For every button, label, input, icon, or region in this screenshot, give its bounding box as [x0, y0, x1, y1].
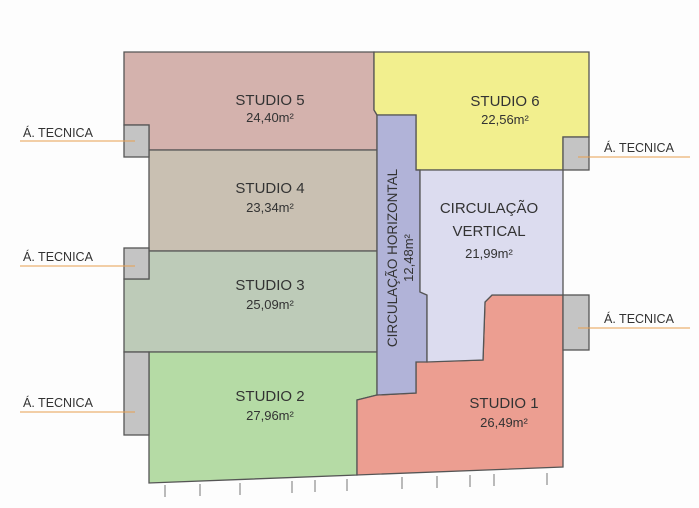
studio-4-area: 23,34m²	[246, 200, 294, 215]
studio-3-area: 25,09m²	[246, 297, 294, 312]
studio-2-name: STUDIO 2	[235, 388, 304, 405]
tech-area-label: Á. TECNICA	[23, 249, 94, 264]
circulacao-vertical-area: 21,99m²	[465, 246, 513, 261]
tech-area-box	[562, 136, 590, 171]
circulacao-horizontal-name: CIRCULAÇÃO HORIZONTAL	[385, 168, 400, 347]
circulacao-vertical-name-line2: VERTICAL	[452, 223, 525, 240]
circulacao-vertical-name-line1: CIRCULAÇÃO	[440, 200, 538, 217]
studio-1-name: STUDIO 1	[469, 395, 538, 412]
studio-2-area: 27,96m²	[246, 408, 294, 423]
tech-area-box	[123, 247, 150, 280]
tech-area-label: Á. TECNICA	[23, 125, 94, 140]
tech-area-label: Á. TECNICA	[604, 140, 675, 155]
studio-5-area: 24,40m²	[246, 110, 294, 125]
studio-6-area: 22,56m²	[481, 112, 529, 127]
tech-area-box	[562, 294, 590, 351]
studio-4-name: STUDIO 4	[235, 180, 304, 197]
tech-area-label: Á. TECNICA	[23, 395, 94, 410]
studio-1-area: 26,49m²	[480, 415, 528, 430]
circulacao-horizontal-area: 12,48m²	[401, 233, 416, 281]
tech-area-label: Á. TECNICA	[604, 311, 675, 326]
studio-3-name: STUDIO 3	[235, 277, 304, 294]
room-circulacao-vertical	[416, 169, 564, 363]
studio-6-name: STUDIO 6	[470, 93, 539, 110]
tech-area-box	[123, 351, 150, 436]
studio-5-name: STUDIO 5	[235, 92, 304, 109]
